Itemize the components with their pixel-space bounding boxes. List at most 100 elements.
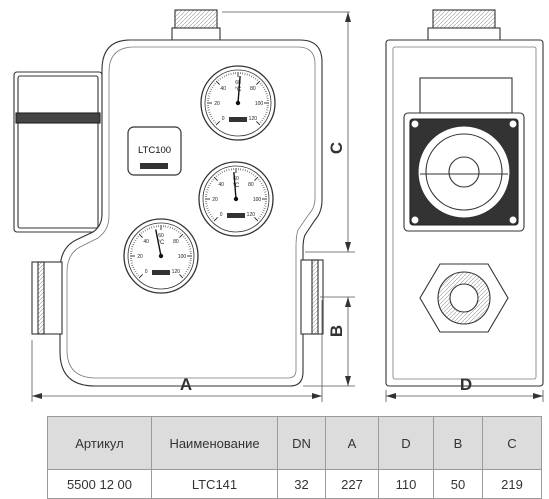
- gauge-hub: [235, 100, 241, 106]
- gauge-tick: [264, 90, 267, 93]
- gauge-tick: [137, 235, 140, 238]
- specification-table: Артикул Наименование DN A D B C 5500 12 …: [47, 416, 542, 499]
- gauge-tick: [262, 186, 265, 189]
- gauge-tick: [210, 215, 213, 218]
- gauge-tick: [206, 189, 209, 191]
- header-d: D: [378, 416, 434, 470]
- gauge-tick: [177, 230, 180, 233]
- gauge-tick-label: 100: [255, 101, 264, 107]
- gauge-tick: [207, 209, 210, 212]
- gauge-tick: [209, 182, 212, 185]
- gauge-tick: [208, 211, 211, 214]
- gauge-tick: [134, 270, 137, 273]
- gauge-tick-label: 120: [172, 269, 181, 275]
- gauge-tick: [212, 217, 215, 220]
- gauge-tick: [142, 230, 145, 233]
- table-row: 5500 12 00 LTC141 32 227 110 50 219: [47, 469, 542, 499]
- gauge-tick: [184, 237, 187, 240]
- gauge-tick: [263, 189, 266, 191]
- gauge-tick: [225, 74, 228, 77]
- gauge-tick-label: 0: [145, 269, 148, 275]
- gauge-tick: [261, 211, 264, 214]
- gauge-tick: [188, 264, 191, 266]
- dimension-label-b: B: [327, 325, 346, 337]
- gauge-hub: [233, 196, 239, 202]
- gauge-tick: [262, 209, 265, 212]
- gauge-tick: [138, 233, 143, 238]
- gauge-tick: [211, 117, 214, 120]
- gauge-tick: [246, 73, 248, 76]
- gauge-tick: [263, 88, 266, 91]
- header-name: Наименование: [151, 416, 278, 470]
- gauge-tick: [209, 113, 212, 116]
- gauge-tick: [186, 241, 189, 244]
- gauge-tick: [133, 268, 136, 271]
- header-c: C: [482, 416, 542, 470]
- gauge-tick: [264, 113, 267, 116]
- gauge-tick: [259, 82, 262, 85]
- technical-drawing: LTC100 020406080100120°C020406080100120°…: [13, 9, 544, 402]
- gauge-brand-mark: [227, 213, 245, 218]
- gauge-tick: [212, 178, 215, 181]
- gauge-tick: [210, 115, 213, 118]
- cell-b: 50: [433, 469, 483, 499]
- gauge-tick: [217, 79, 220, 82]
- gauge-tick-label: 120: [249, 116, 258, 122]
- gauge-tick: [259, 215, 262, 218]
- gauge-tick: [215, 121, 220, 126]
- gauge-tick: [265, 93, 268, 95]
- gauge-tick: [179, 274, 184, 279]
- gauge-tick: [217, 173, 220, 176]
- dimension-arrows: [32, 12, 543, 399]
- gauge-tick-label: 80: [173, 239, 179, 245]
- gauge-tick: [208, 111, 211, 113]
- gauge-tick-label: 80: [250, 86, 256, 92]
- gauge-tick: [144, 229, 147, 232]
- gauge-tick: [254, 217, 259, 222]
- gauge-tick: [179, 232, 182, 235]
- gauge-needle: [155, 229, 162, 257]
- gauge-tick: [135, 272, 138, 275]
- gauge-tick: [250, 75, 253, 78]
- gauge-tick-label: 120: [247, 212, 256, 218]
- gauge-tick: [173, 228, 176, 231]
- gauge-tick: [132, 266, 135, 269]
- gauge-tick-label: 20: [137, 254, 143, 260]
- dimension-lines: [31, 11, 544, 402]
- gauge-tick: [211, 86, 214, 89]
- gauge-tick: [221, 171, 224, 174]
- gauge-tick: [185, 270, 188, 273]
- gauge-tick: [206, 207, 209, 209]
- gauge-tick: [248, 74, 251, 77]
- gauge-tick: [209, 90, 212, 93]
- gauge-tick: [262, 86, 265, 89]
- gauge-tick: [261, 119, 264, 122]
- cell-name: LTC141: [151, 469, 278, 499]
- gauge-tick: [221, 76, 224, 79]
- gauge-tick: [131, 264, 134, 266]
- gauge-needle: [237, 76, 241, 104]
- gauge-tick-label: 40: [143, 239, 149, 245]
- gauge-tick: [209, 213, 212, 216]
- gauge-tick: [262, 117, 265, 120]
- gauge-tick: [256, 80, 261, 85]
- side-view: [385, 9, 544, 387]
- gauge-tick: [210, 180, 213, 183]
- gauge-tick-label: 60: [158, 233, 164, 239]
- gauge-tick: [140, 232, 143, 235]
- gauge-tick: [260, 182, 263, 185]
- gauge-tick: [213, 217, 218, 222]
- gauge-tick: [223, 170, 226, 173]
- gauge-tick: [252, 173, 255, 176]
- gauge-tick: [219, 172, 222, 175]
- gauge-tick: [208, 184, 211, 187]
- gauge-tick: [186, 268, 189, 271]
- gauge-tick: [260, 213, 263, 216]
- gauge-tick: [188, 246, 191, 248]
- dimension-label-c: C: [327, 142, 346, 154]
- header-article: Артикул: [47, 416, 152, 470]
- gauge-tick-label: 20: [212, 197, 218, 203]
- gauge-tick: [135, 237, 138, 240]
- gauge-tick: [187, 243, 190, 246]
- gauge-tick: [219, 77, 222, 80]
